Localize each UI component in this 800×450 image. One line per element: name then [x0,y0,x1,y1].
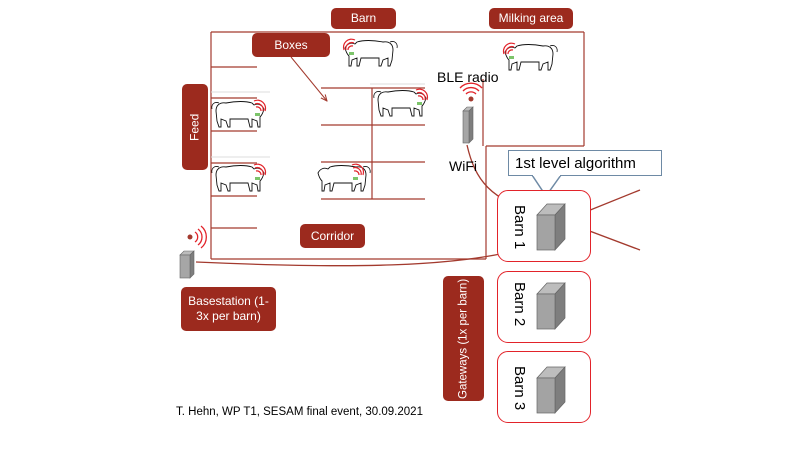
barn-label: Barn [331,8,396,29]
feed-partitions [211,66,257,229]
milking-area-label: Milking area [489,8,573,29]
algorithm-callout: 1st level algorithm [508,150,662,176]
algorithm-callout-text: 1st level algorithm [515,154,636,172]
gateway-barn-1[interactable]: Barn 1 [497,190,591,262]
gateway-name: Barn 3 [511,366,528,411]
box-partitions [321,87,425,200]
gateway-device-icon [536,366,566,414]
footer-credit: T. Hehn, WP T1, SESAM final event, 30.09… [176,406,423,418]
boxes-arrow [290,56,327,101]
basestation-icon [179,250,195,279]
barn-walls [210,31,585,260]
signal-icon [187,225,207,249]
wifi-label: WiFi [449,158,477,174]
ble-device-icon [462,106,474,144]
gateway-name: Barn 1 [511,205,528,250]
ble-radio-label: BLE radio [437,69,499,85]
boxes-label: Boxes [252,33,330,57]
basestation-label: Basestation (1-3x per barn) [181,287,276,331]
gateway-barn-3[interactable]: Barn 3 [497,351,591,423]
signal-icon [459,82,483,102]
gateway-name: Barn 2 [511,282,528,327]
gateway-device-icon [536,203,566,251]
gateway-device-icon [536,282,566,330]
gateway-barn-2[interactable]: Barn 2 [497,271,591,343]
corridor-label: Corridor [300,224,365,248]
